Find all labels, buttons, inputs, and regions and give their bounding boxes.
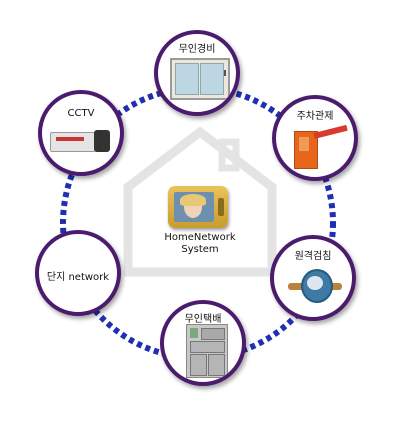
node-label: CCTV	[67, 108, 95, 119]
cctv-camera-icon	[50, 128, 112, 154]
node-label: 무인경비	[178, 44, 216, 55]
delivery-locker-icon	[186, 324, 228, 378]
node-parking-control[interactable]: 주차관제	[272, 95, 358, 181]
door-icon	[170, 58, 230, 100]
center-label-line2: System	[181, 244, 219, 255]
node-label: 주차관제	[296, 111, 334, 122]
video-phone-icon	[168, 186, 228, 228]
node-label: 단지 network	[46, 272, 110, 283]
node-complex-network[interactable]: 단지 network	[35, 230, 121, 316]
node-remote-meter-reading[interactable]: 원격검침	[270, 235, 356, 321]
node-label: 원격검침	[294, 251, 332, 262]
node-label: 무인택배	[184, 314, 222, 325]
center-system: HomeNetwork System	[150, 180, 250, 266]
node-unmanned-delivery[interactable]: 무인택배	[160, 300, 246, 386]
node-unmanned-security[interactable]: 무인경비	[154, 30, 240, 116]
water-meter-icon	[288, 265, 342, 305]
parking-barrier-icon	[294, 124, 348, 169]
node-cctv[interactable]: CCTV	[38, 90, 124, 176]
center-label-line1: HomeNetwork	[164, 232, 236, 243]
